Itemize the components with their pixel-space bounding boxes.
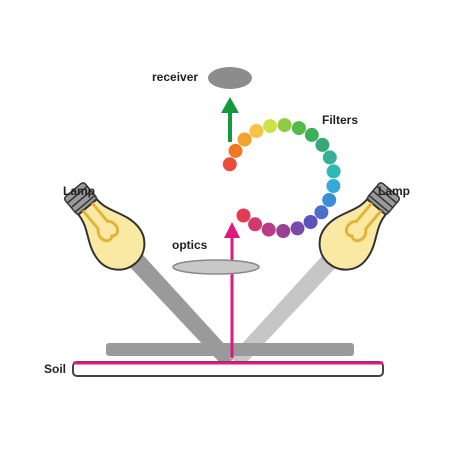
- green-ray-arrowhead: [221, 97, 239, 113]
- filter-dot: [322, 193, 337, 207]
- filter-dot: [249, 124, 264, 138]
- filter-dot: [303, 215, 318, 229]
- filter-dot: [290, 221, 305, 236]
- filter-dot: [304, 127, 319, 142]
- soil-label: Soil: [44, 362, 66, 376]
- left-beam: [128, 255, 237, 365]
- filter-dot: [326, 179, 341, 193]
- lamp-right-label: Lamp: [378, 184, 410, 198]
- receiver-disc: [208, 67, 252, 89]
- reflected-ray-arrowhead: [224, 222, 240, 238]
- filter-dot: [291, 121, 306, 136]
- filter-dot: [248, 217, 263, 232]
- filter-dot: [326, 164, 341, 179]
- filter-wheel: [222, 118, 341, 238]
- filter-dot: [314, 205, 329, 220]
- optics-label: optics: [172, 238, 208, 252]
- filter-dot: [315, 137, 330, 152]
- filters-label: Filters: [322, 113, 358, 127]
- filter-dot: [276, 224, 291, 238]
- filter-dot: [237, 132, 252, 147]
- filter-dot: [322, 150, 337, 165]
- filter-dot: [228, 143, 243, 158]
- optics-lens: [172, 259, 260, 275]
- filter-dot: [236, 208, 251, 223]
- receiver-label: receiver: [152, 70, 198, 84]
- lamp-left-label: Lamp: [63, 184, 95, 198]
- filter-dot: [277, 118, 292, 133]
- filter-dot: [263, 119, 278, 134]
- sample-plate: [106, 343, 354, 356]
- filter-dot: [222, 157, 237, 172]
- filter-dot: [261, 222, 276, 237]
- right-beam: [229, 255, 338, 365]
